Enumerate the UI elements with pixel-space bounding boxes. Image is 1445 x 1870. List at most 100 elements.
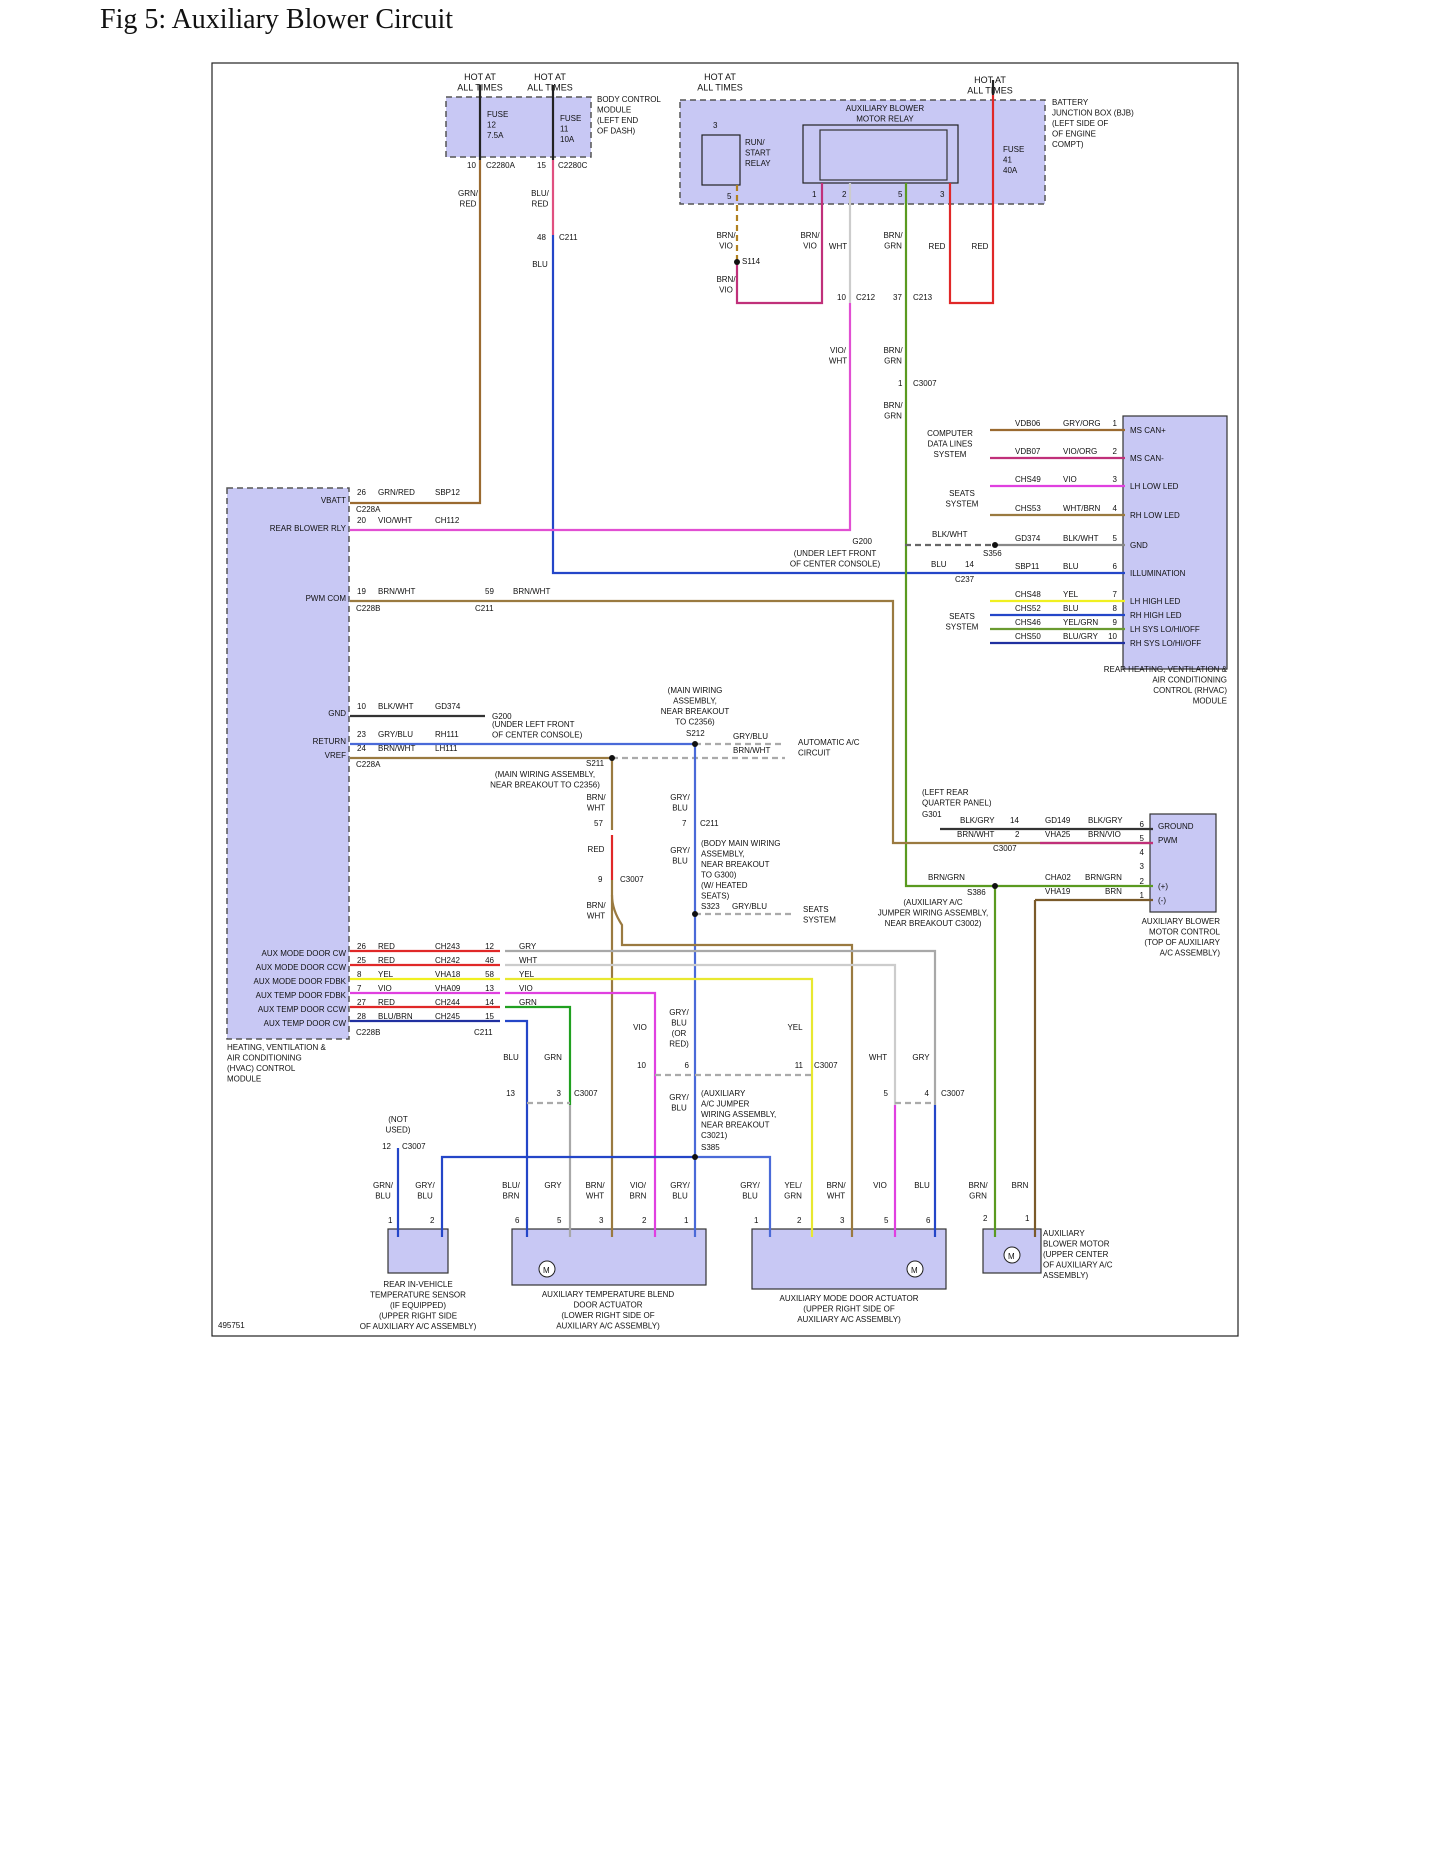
label-rhvac-pins-0-pin: 1 [1113,419,1118,428]
label-rhvac-c237_pin: 14 [965,560,974,569]
label-abmc-s386: S386 [967,888,986,897]
label-hvac-circuits-7: CH242 [435,956,460,965]
label-rhvac-pins-7-color: BLU [1063,604,1079,613]
label-hvac-aux_temp_fdbk: AUX TEMP DOOR FDBK [256,991,347,1000]
wire-blu [551,235,1125,575]
wire-red-a [948,95,995,305]
label-hvac-circuits-5: LH111 [435,744,458,753]
label-top-p1: 1 [812,190,817,199]
label-top-c3007a: C3007 [913,379,937,388]
label-abmc-c3007c: C3007 [993,844,1017,853]
label-mid-main_wiring_2: (MAIN WIRING ASSEMBLY,NEAR BREAKOUT TO C… [490,770,600,790]
label-hvac-circuits-0: SBP12 [435,488,460,497]
label-rhvac-pins-7-name: RH HIGH LED [1130,611,1182,620]
label-bottom-pin12: 12 [382,1142,391,1151]
label-bottom-wht: WHT [869,1053,887,1062]
mode-door-actuator-box [751,1228,947,1290]
label-bottom-s385: S385 [701,1143,720,1152]
label-bottom-c211_pins-4: 14 [485,998,494,1007]
wire-s385-left [440,1155,695,1237]
label-hvac-colors-10: RED [378,998,395,1007]
label-top-s114: S114 [742,257,761,266]
label-hvac-circuits-11: CH245 [435,1012,460,1021]
label-mid-brn_wht_v2: BRN/WHT [586,901,606,921]
label-mid-gry_blu_v: GRY/BLU [670,793,690,813]
temp-blend-actuator-box [511,1228,707,1286]
label-mid-s212: S212 [686,729,705,738]
label-top-c211_48: 48 [537,233,546,242]
label-bottom-c211_colors-0: GRY [519,942,537,951]
label-hvac-pins-8: 8 [357,970,362,979]
label-rhvac-pins-7-pin: 8 [1113,604,1118,613]
wire-blu-15 [505,1019,529,1237]
label-bottom-pin4: 4 [925,1089,930,1098]
label-rhvac-pins-1-pin: 2 [1113,447,1118,456]
label-top-pin15: 15 [537,161,546,170]
aux-blower-relay-box [802,124,959,184]
label-rhvac-pins-0-name: MS CAN+ [1130,426,1166,435]
label-bottom-blend_colors-4: GRY/BLU [670,1181,690,1201]
label-rhvac-pins-9-name: RH SYS LO/HI/OFF [1130,639,1201,648]
label-bottom-c211_colors-3: VIO [519,984,533,993]
label-mid-gry_blu_v2: GRY/BLU [670,846,690,866]
label-rhvac-pins-2-name: LH LOW LED [1130,482,1179,491]
label-rhvac-pins-9-color: BLU/GRY [1063,632,1099,641]
label-rhvac-pins-8-pin: 9 [1113,618,1118,627]
label-abmc-ground: GROUND [1158,822,1194,831]
label-bottom-blend_colors-2: BRN/WHT [585,1181,605,1201]
label-hvac-colors-7: RED [378,956,395,965]
label-abmc-vha19: VHA19 [1045,887,1071,896]
label-abmc-pins-3: 3 [1140,862,1145,871]
label-hvac-circuits-4: RH111 [435,730,459,739]
label-hvac-rear_blower_rly: REAR BLOWER RLY [270,524,347,533]
label-rhvac-pins-4-circ: GD374 [1015,534,1041,543]
wire-brn-vio-b [735,183,824,305]
splice-s323 [692,911,698,917]
label-abmc-c3007_14: 14 [1010,816,1019,825]
label-bottom-blend_colors-1: GRY [544,1181,562,1190]
label-hvac-vbatt: VBATT [321,496,346,505]
wire-s385-right [695,1155,772,1237]
label-mid-c211b: C211 [475,604,494,613]
label-rhvac-blu_b: BLU [931,560,947,569]
label-bottom-sensor_colors-1: GRY/BLU [415,1181,435,1201]
label-top-c2280a: C2280A [486,161,516,170]
label-bottom-c211_colors-4: GRN [519,998,537,1007]
label-top-p3: 3 [940,190,945,199]
label-bottom-c3007g: C3007 [402,1142,426,1151]
wire-vio-wht [350,303,852,532]
label-abmc-pins-4: 2 [1140,877,1145,886]
label-hvac-colors-8: YEL [378,970,394,979]
label-top-brn_vio1: BRN/VIO [716,231,736,251]
figure-title: Fig 5: Auxiliary Blower Circuit [100,4,454,35]
label-hvac-colors-5: BRN/WHT [378,744,415,753]
label-bottom-mode_colors-3: VIO [873,1181,887,1190]
blower-motor-m: M [1008,1252,1015,1261]
label-bottom-mode_pins-3: 5 [884,1216,889,1225]
label-bottom-c211_colors-1: WHT [519,956,537,965]
label-abmc-pwm: PWM [1158,836,1178,845]
label-abmc-brn: BRN [1105,887,1122,896]
hvac-module-box [226,487,350,1040]
mode-motor-m: M [911,1266,918,1275]
wire-brn-wht-pwm [350,599,1153,845]
label-rhvac-s356: S356 [983,549,1002,558]
label-hvac-c228b: C228B [356,604,380,613]
splice-s114 [734,259,740,265]
label-top-p2: 2 [842,190,847,199]
label-bottom-gry_blu_v3: GRY/BLU [669,1093,689,1113]
label-hvac-aux_temp_ccw: AUX TEMP DOOR CCW [258,1005,347,1014]
label-top-wht_v: WHT [829,242,847,251]
label-rhvac-pins-8-color: YEL/GRN [1063,618,1098,627]
label-abmc-cha02: CHA02 [1045,873,1071,882]
label-bottom-blend_pins-2: 3 [599,1216,604,1225]
label-rhvac-pins-3-pin: 4 [1113,504,1118,513]
label-bottom-c211d: C211 [474,1028,493,1037]
label-hvac-aux_mode_fdbk: AUX MODE DOOR FDBK [254,977,347,986]
label-bottom-motor_colors-1: BRN [1012,1181,1029,1190]
label-bottom-c211_pins-2: 58 [485,970,494,979]
